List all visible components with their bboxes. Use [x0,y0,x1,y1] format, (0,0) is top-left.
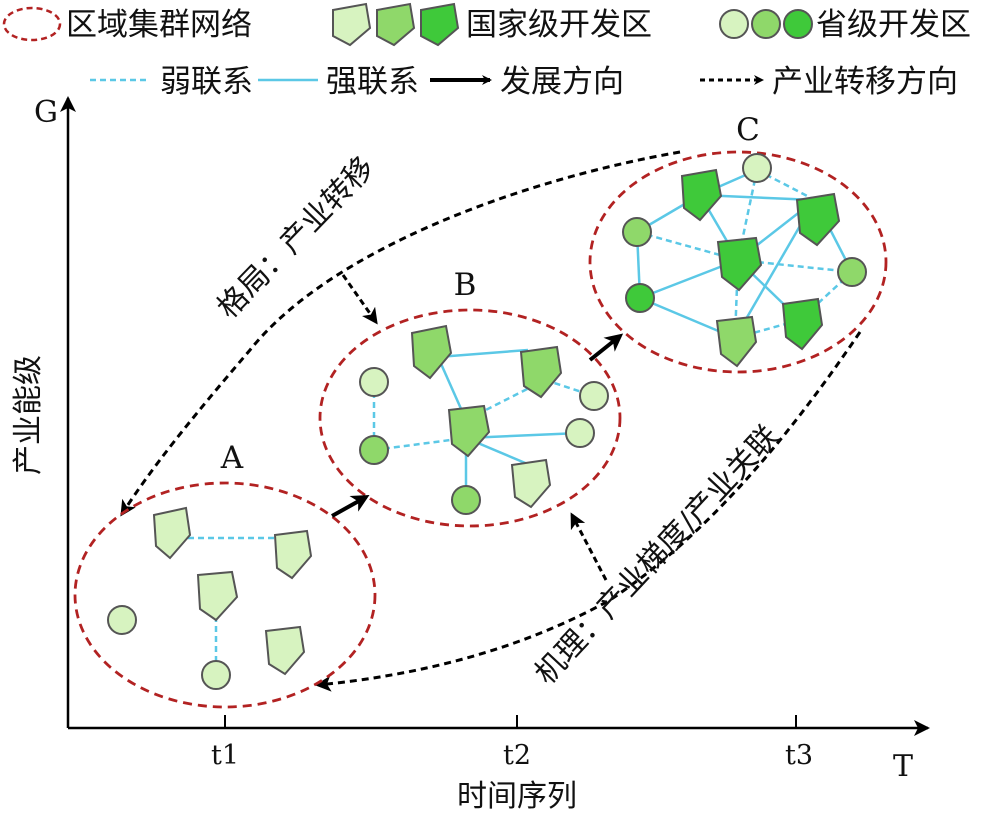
legend-provincial-zone-icons [719,9,813,39]
legend-region-network-label: 区域集群网络 [66,7,252,43]
x-axis-end-label: T [893,749,913,784]
national-zone-shield [715,315,758,368]
strong-link [437,348,529,359]
cluster-a-boundary [73,481,377,709]
tick-label-t3: t3 [785,740,813,771]
pattern-transfer-label: 格局：产业转移 [211,150,382,325]
legend-development-label: 发展方向 [500,64,624,100]
provincial-zone-node [359,367,389,397]
circle-light-icon [719,9,749,39]
cluster-c: C [588,112,888,374]
cluster-c-label: C [736,112,760,148]
tick-label-t2: t2 [503,740,531,771]
legend-strong-link-label: 强联系 [326,64,419,100]
legend: 区域集群网络 国家级开发区 省级开发区 弱联系 强联系 发展方向 产业转移方向 [2,2,971,100]
national-zone-shield [716,236,763,292]
legend-provincial-zone-label: 省级开发区 [816,7,971,43]
cluster-b-label: B [454,267,477,303]
legend-national-zone-icons [332,2,460,47]
axes: G T t1 t2 t3 时间序列 产业能级 [11,95,930,814]
provincial-zone-node [565,418,595,448]
national-zone-shield [781,297,824,351]
provincial-zone-node [625,283,655,313]
mechanism-transfer-label: 机理：产业梯度/产业关联 [528,419,786,692]
national-zone-shield [510,458,552,509]
cluster-a: A [73,440,377,709]
national-zone-shield [410,324,453,380]
circle-dark-icon [783,9,813,39]
provincial-zone-node [579,381,609,411]
legend-weak-link-label: 弱联系 [160,64,253,100]
weak-link [737,258,853,274]
weak-link [636,230,739,262]
provincial-zone-node [201,660,231,690]
weak-link [736,169,759,261]
development-arrows [331,333,624,518]
y-axis-title: 产业能级 [11,355,46,475]
national-zone-shield [680,168,723,222]
provincial-zone-node [622,217,652,247]
development-arrow-a-to-b [331,495,370,518]
national-zone-shield [795,192,841,247]
weak-link [373,436,467,452]
national-zone-shield [152,506,192,560]
provincial-zone-node [742,153,772,183]
mechanism-transfer-curve [315,331,862,692]
shield-dark-icon [420,2,460,47]
cluster-a-label: A [220,440,244,476]
national-zone-shield [447,404,491,458]
shield-mid-icon [376,2,416,47]
national-zone-shield [196,570,239,622]
national-zone-shield [264,625,306,676]
legend-cluster-ellipse-icon [2,6,62,42]
mechanism-arrow-to-b [570,512,608,581]
cluster-c-boundary [588,150,888,374]
y-axis-end-label: G [34,95,58,130]
x-axis-title: 时间序列 [457,779,577,814]
pattern-transfer-curve [120,150,681,517]
transfer-arrow-to-b [341,274,378,325]
provincial-zone-node [837,257,867,287]
national-zone-shield [519,345,563,399]
tick-label-t1: t1 [211,740,239,771]
development-arrow-b-to-c [588,333,624,362]
provincial-zone-node [451,485,481,515]
cluster-b: B [318,267,622,528]
national-zone-shield [273,529,313,580]
cluster-b-boundary [318,308,622,528]
provincial-zone-node [359,435,389,465]
shield-light-icon [332,2,372,47]
legend-national-zone-label: 国家级开发区 [466,7,652,43]
legend-transfer-label: 产业转移方向 [772,64,958,100]
circle-mid-icon [751,9,781,39]
transfer-curves: 格局：产业转移 机理：产业梯度/产业关联 [120,150,862,692]
provincial-zone-node [107,605,137,635]
